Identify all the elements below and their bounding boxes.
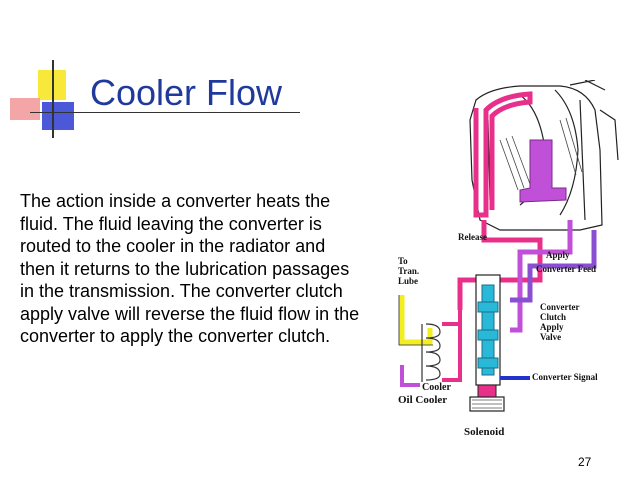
decor-horizontal-line	[30, 112, 300, 113]
label-converter-signal: Converter Signal	[532, 372, 598, 382]
label-valve-3: Apply	[540, 322, 564, 332]
label-to-tran-lube-2: Tran.	[398, 266, 419, 276]
cooler-outlet-line	[400, 365, 420, 387]
converter-feed-line	[510, 230, 597, 303]
release-line	[457, 220, 543, 310]
torque-converter-diagram: Release Apply Converter Feed To Tran. Lu…	[398, 80, 619, 438]
label-cooler-1: Cooler	[422, 382, 451, 393]
turbine-blades	[499, 117, 583, 191]
label-solenoid: Solenoid	[464, 426, 504, 438]
label-to-tran-lube-1: To	[398, 256, 408, 266]
label-release: Release	[458, 232, 487, 242]
apply-line	[510, 220, 573, 333]
label-apply: Apply	[546, 250, 570, 260]
slide-body-text: The action inside a converter heats the …	[20, 191, 360, 346]
decor-vertical-line	[52, 60, 54, 138]
label-valve-1: Converter	[540, 302, 579, 312]
oil-cooler-coil	[421, 323, 441, 382]
label-valve-2: Clutch	[540, 312, 566, 322]
converter-clutch-apply-valve	[475, 274, 501, 386]
label-cooler-2: Oil Cooler	[398, 394, 447, 406]
solenoid-icon	[469, 384, 505, 412]
converter-apply-chamber	[519, 139, 567, 203]
decor-red-square	[10, 98, 40, 120]
cooler-feed-line	[442, 310, 462, 382]
slide-title: Cooler Flow	[90, 72, 283, 113]
converter-release-passage	[473, 91, 533, 218]
decor-blue-square	[42, 102, 74, 130]
label-valve-4: Valve	[540, 332, 561, 342]
lube-line	[399, 295, 433, 345]
label-converter-feed: Converter Feed	[536, 264, 596, 274]
page-number: 27	[578, 455, 592, 469]
label-to-tran-lube-3: Lube	[398, 276, 418, 286]
